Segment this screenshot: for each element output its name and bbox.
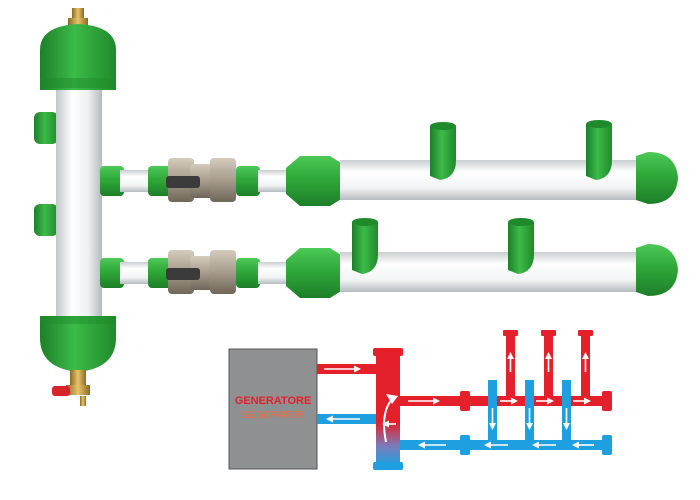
flow-schematic: GENERATORE GENERATOR [228, 330, 612, 470]
air-vent-icon [68, 8, 88, 28]
generator-box: GENERATORE GENERATOR [228, 348, 318, 470]
ball-valve-icon [166, 250, 236, 294]
schematic-separator [373, 348, 403, 470]
side-port-upper [34, 112, 58, 144]
separator-column [40, 24, 116, 372]
separator-render [34, 8, 678, 406]
flow-arrow-icon [324, 352, 594, 449]
lower-elbow-1 [352, 218, 378, 274]
drain-valve-icon [52, 370, 90, 406]
upper-elbow-2 [586, 120, 612, 180]
lower-elbow-2 [508, 218, 534, 274]
generator-label-en: GENERATOR [242, 410, 304, 421]
ball-valve-icon [166, 158, 236, 202]
generator-label-it: GENERATORE [235, 395, 312, 407]
upper-branch [100, 120, 678, 206]
side-port-lower [34, 204, 58, 236]
upper-elbow-1 [430, 122, 456, 180]
lower-branch [100, 218, 678, 298]
